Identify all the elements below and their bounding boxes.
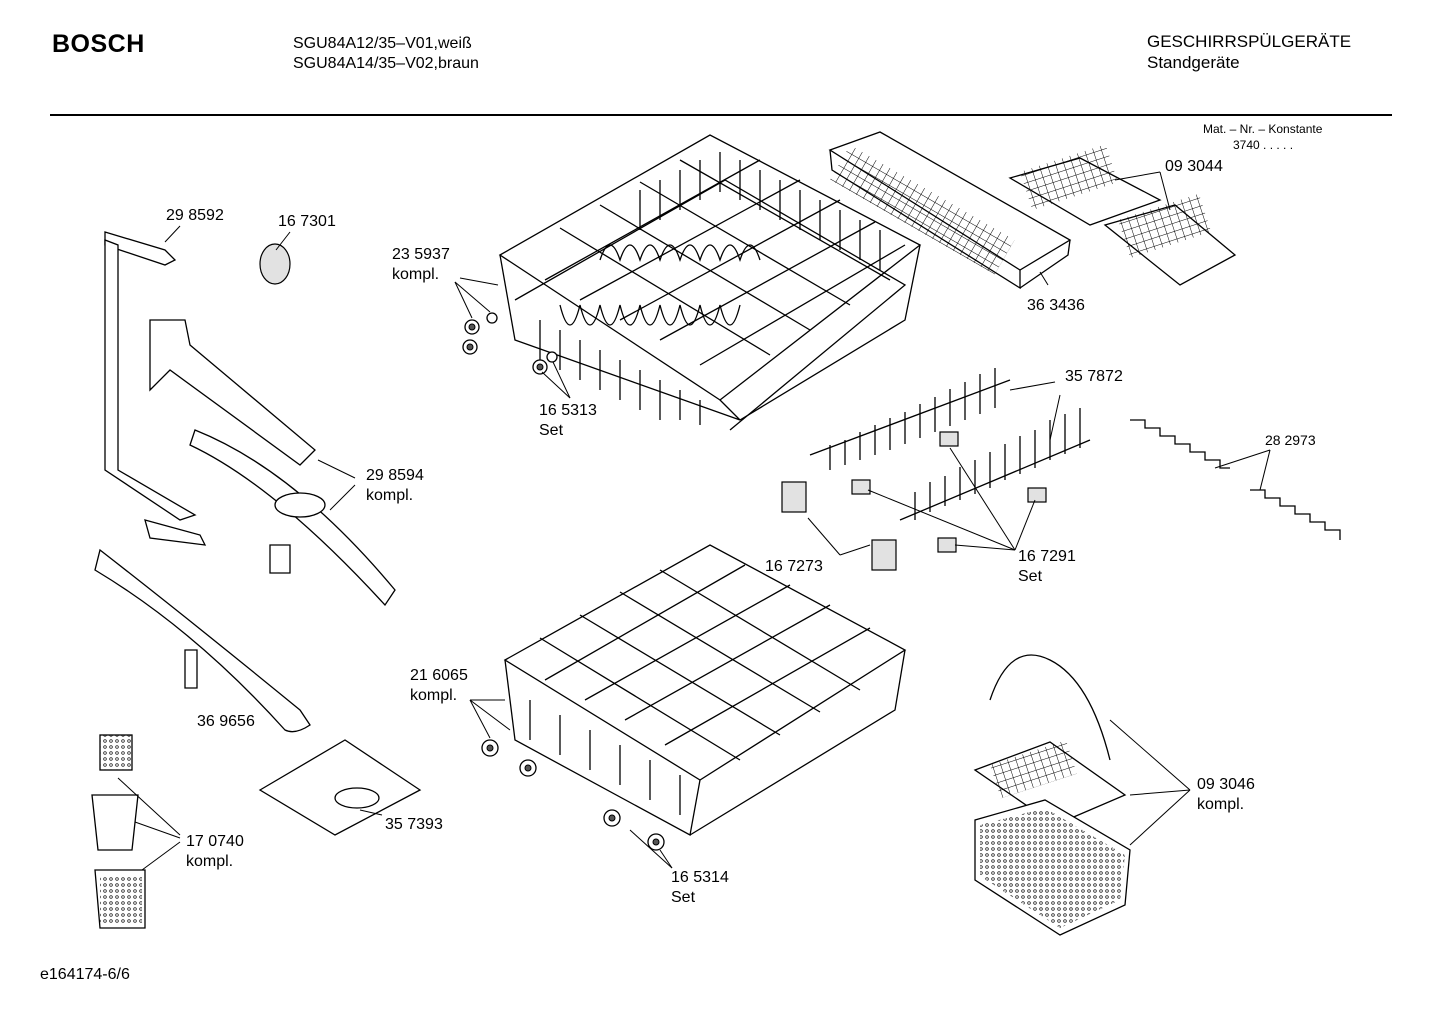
part-number: 16 7291 [1018,548,1076,565]
sump-cover [258,739,422,836]
part-label-167273: 16 7273 [765,557,823,577]
part-label-165314: 16 5314 Set [671,868,729,908]
part-number: 36 9656 [197,713,255,730]
step-racks [1130,419,1341,540]
part-label-298594: 29 8594 kompl. [366,466,424,506]
header-divider [50,114,1392,116]
part-label-369656: 36 9656 [197,712,255,732]
part-label-165313: 16 5313 Set [539,401,597,441]
part-number: 09 3046 [1197,776,1255,793]
part-note: Set [671,889,696,906]
part-label-167301: 16 7301 [278,212,336,232]
part-label-216065: 21 6065 kompl. [410,666,468,706]
part-note: Set [539,422,564,439]
part-note: kompl. [410,687,458,704]
part-number: 35 7393 [385,816,443,833]
part-label-363436: 36 3436 [1027,296,1085,316]
tine-rows [809,368,1091,521]
part-note: kompl. [392,266,440,283]
brand-logo: BOSCH [52,30,145,58]
tine-clips [781,431,1047,571]
upper-basket [462,134,922,431]
part-number: 36 3436 [1027,297,1085,314]
spray-arm-assembly [104,231,396,607]
material-note-title: Mat. – Nr. – Konstante [1203,122,1323,136]
part-number: 23 5937 [392,246,450,263]
drawing-id: e164174-6/6 [40,966,130,983]
part-number: 16 5314 [671,869,729,886]
category-block: GESCHIRRSPÜLGERÄTE Standgeräte [1147,31,1351,73]
lower-basket [481,544,907,851]
leader-lines [117,171,1271,871]
part-label-357872: 35 7872 [1065,367,1123,387]
subcategory-title: Standgeräte [1147,53,1240,72]
part-note: kompl. [186,853,234,870]
category-title: GESCHIRRSPÜLGERÄTE [1147,32,1352,51]
part-number: 16 5313 [539,402,597,419]
part-label-282973: 28 2973 [1265,430,1316,450]
part-note: kompl. [1197,796,1245,813]
part-number: 09 3044 [1165,158,1223,175]
lower-spray-arm [94,548,311,733]
model-line-1: SGU84A12/35–V01,weiß [293,35,472,52]
part-label-170740: 17 0740 kompl. [186,832,244,872]
part-label-093046: 09 3046 kompl. [1197,775,1255,815]
material-note-value: 3740 . . . . . [1233,138,1294,152]
part-note: kompl. [366,487,414,504]
model-list: SGU84A12/35–V01,weiß SGU84A14/35–V02,bra… [293,34,479,74]
part-note: Set [1018,568,1043,585]
model-line-2: SGU84A14/35–V02,braun [293,55,479,72]
material-note: Mat. – Nr. – Konstante 3740 . . . . . [1203,121,1322,153]
part-label-298592: 29 8592 [166,206,224,226]
part-number: 29 8592 [166,207,224,224]
part-number: 35 7872 [1065,368,1123,385]
part-number: 28 2973 [1265,432,1316,448]
part-label-235937: 23 5937 kompl. [392,245,450,285]
part-number: 21 6065 [410,667,468,684]
cutlery-inserts [1008,144,1237,286]
cutlery-basket [973,654,1131,936]
part-number: 16 7273 [765,558,823,575]
filter-set [91,734,146,929]
part-number: 29 8594 [366,467,424,484]
part-label-357393: 35 7393 [385,815,443,835]
cutlery-rail [828,131,1072,290]
part-number: 17 0740 [186,833,244,850]
part-number: 16 7301 [278,213,336,230]
part-label-167291: 16 7291 Set [1018,547,1076,587]
part-label-093044: 09 3044 [1165,157,1223,177]
